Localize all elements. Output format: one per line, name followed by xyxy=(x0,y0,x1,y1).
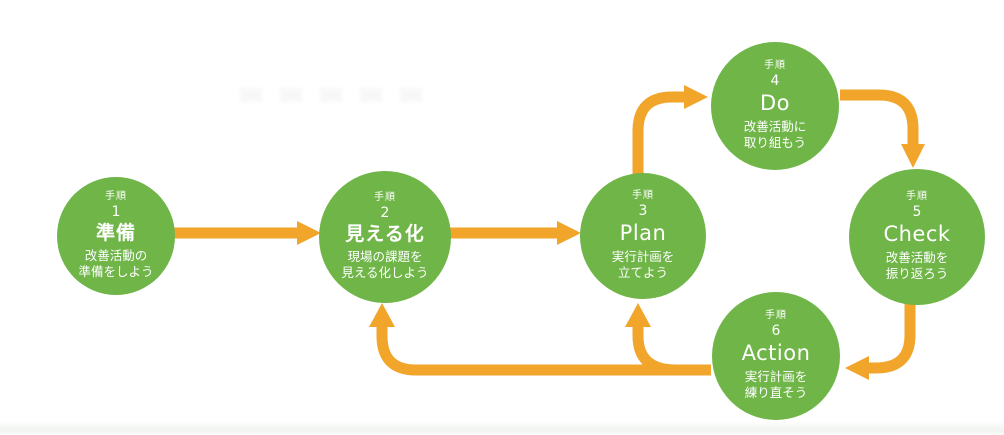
step-4-description: 改善活動に 取り組もう xyxy=(743,119,807,151)
connector-step5-step6 xyxy=(869,299,916,374)
step-4-label: 手順 xyxy=(764,60,786,72)
step-1-title: 準備 xyxy=(95,222,136,245)
step-6-title: Action xyxy=(741,341,811,366)
step-6-number: 6 xyxy=(771,323,781,340)
step-5-title: Check xyxy=(883,222,951,247)
arrowhead-step3-step4 xyxy=(684,85,708,109)
step-2-title: 見える化 xyxy=(345,223,425,246)
step-circle-1: 手順 1 準備 改善活動の 準備をしよう xyxy=(57,177,175,295)
step-5-label: 手順 xyxy=(906,191,928,203)
arrowhead-step6-step3 xyxy=(625,303,651,327)
step-6-description: 実行計画を 練り直そう xyxy=(744,369,808,401)
step-circle-4: 手順 4 Do 改善活動に 取り組もう xyxy=(711,42,839,170)
step-6-label: 手順 xyxy=(765,310,787,322)
connector-step6-step3 xyxy=(632,327,677,376)
step-2-description: 現場の課題を 見える化しよう xyxy=(341,249,429,281)
step-circle-2: 手順 2 見える化 現場の課題を 見える化しよう xyxy=(319,171,451,303)
step-1-number: 1 xyxy=(111,204,121,221)
step-5-description: 改善活動を 振り返ろう xyxy=(885,250,949,282)
arrowhead-step4-step5 xyxy=(901,144,925,168)
watermark-smudge xyxy=(240,88,440,102)
step-circle-6: 手順 6 Action 実行計画を 練り直そう xyxy=(712,292,840,420)
step-2-number: 2 xyxy=(380,205,390,222)
arrowhead-step1-step2 xyxy=(297,221,321,245)
step-4-title: Do xyxy=(759,91,791,116)
step-3-description: 実行計画を 立てよう xyxy=(611,249,675,281)
step-circle-3: 手順 3 Plan 実行計画を 立てよう xyxy=(580,173,706,299)
step-1-description: 改善活動の 準備をしよう xyxy=(78,248,154,280)
connector-step4-step5 xyxy=(840,89,919,144)
arrowhead-step6-step2 xyxy=(369,303,395,327)
step-5-number: 5 xyxy=(912,204,922,221)
step-4-number: 4 xyxy=(770,73,780,90)
bottom-shadow-band xyxy=(0,421,1004,435)
connector-step3-step4 xyxy=(632,91,684,174)
step-2-label: 手順 xyxy=(374,192,396,204)
step-3-number: 3 xyxy=(638,203,648,220)
step-3-title: Plan xyxy=(619,221,667,246)
arrowhead-step2-step3 xyxy=(557,221,581,245)
step-3-label: 手順 xyxy=(632,190,654,202)
step-1-label: 手順 xyxy=(105,191,127,203)
connector-step6-step2 xyxy=(376,327,711,376)
arrowhead-step5-step6 xyxy=(845,356,869,380)
step-circle-5: 手順 5 Check 改善活動を 振り返ろう xyxy=(849,169,985,305)
